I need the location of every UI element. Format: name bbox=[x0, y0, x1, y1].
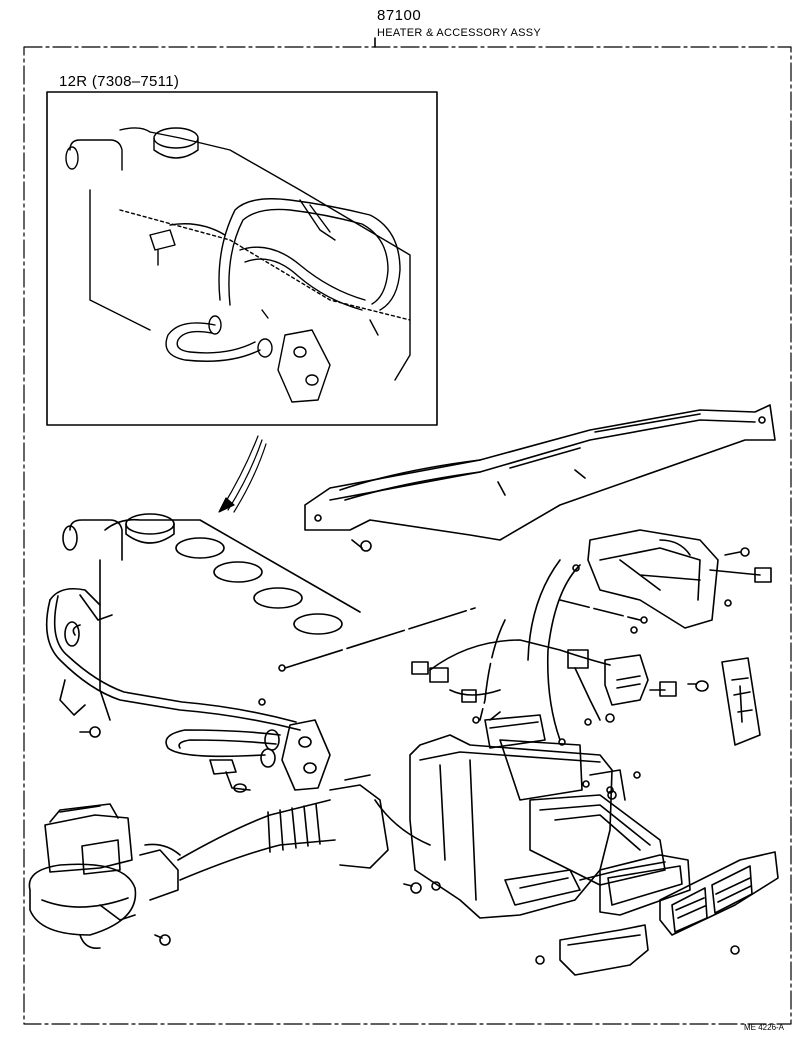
vent-grille-drawing bbox=[535, 851, 779, 976]
part-number: 87100 bbox=[377, 7, 422, 24]
control-cables-drawing bbox=[411, 529, 772, 746]
part-name: HEATER & ACCESSORY ASSY bbox=[377, 27, 542, 39]
fastener-bolts-drawing bbox=[79, 698, 266, 738]
engine-block-drawing bbox=[45, 513, 476, 793]
heater-unit-drawing bbox=[409, 711, 691, 919]
defroster-duct-drawing bbox=[304, 404, 776, 552]
inset-title: 12R (7308–7511) bbox=[59, 73, 180, 90]
inset-pointer-arrow bbox=[218, 435, 267, 513]
blower-motor-drawing bbox=[28, 774, 441, 950]
inset-frame bbox=[46, 91, 438, 426]
figure-code: ME 4226-A bbox=[744, 1023, 785, 1032]
inset-engine-pipes-drawing bbox=[65, 127, 411, 403]
assembly-border bbox=[23, 37, 792, 1025]
